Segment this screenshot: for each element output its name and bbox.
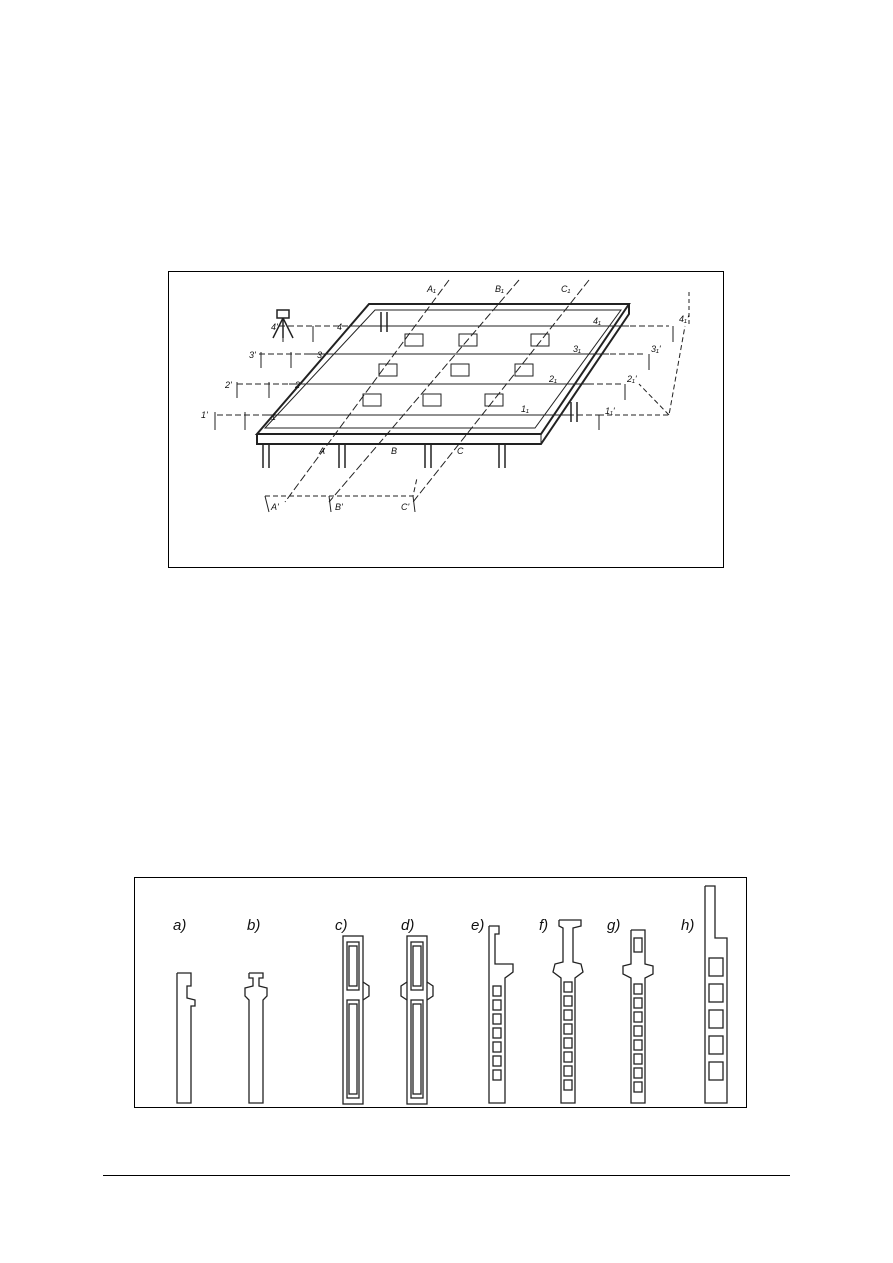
- panel-label-e: e): [471, 917, 484, 934]
- row-label-2e: 2₁': [626, 374, 637, 384]
- row-label-4r: 4₁: [593, 316, 601, 326]
- panel-label-f: f): [539, 917, 548, 934]
- row-label-4e: 4₁': [679, 314, 689, 324]
- col-label-a: A: [318, 446, 325, 456]
- profile-h: [704, 885, 728, 1104]
- panel-label-h: h): [681, 917, 694, 934]
- row-label-2p: 2': [224, 380, 232, 390]
- profile-f: [552, 919, 584, 1104]
- row-label-1: 1: [271, 412, 276, 422]
- panel-label-a: a): [173, 917, 186, 934]
- panel-label-c: c): [335, 917, 348, 934]
- platform-openings: [362, 333, 550, 407]
- profile-b: [244, 972, 268, 1104]
- col-label-c: C: [457, 446, 464, 456]
- col-label-ap: A': [270, 502, 279, 512]
- row-label-3: 3: [317, 350, 322, 360]
- panel-label-g: g): [607, 917, 620, 934]
- profile-d: [400, 935, 434, 1105]
- row-label-3r: 3₁: [573, 344, 581, 354]
- profile-e: [488, 925, 514, 1104]
- row-label-4: 4: [337, 322, 342, 332]
- axis-label-a1: A₁: [426, 284, 436, 294]
- layout-figure: A₁ B₁ C₁ 1 2 3 4 1' 2' 3' 4' 1₁ 2₁ 3₁ 4₁…: [168, 271, 724, 568]
- support-posts: [262, 312, 578, 468]
- footer-rule: [103, 1175, 790, 1176]
- row-label-3e: 3₁': [651, 344, 661, 354]
- col-label-cp: C': [401, 502, 409, 512]
- layout-drawing: A₁ B₁ C₁ 1 2 3 4 1' 2' 3' 4' 1₁ 2₁ 3₁ 4₁…: [201, 279, 690, 513]
- axis-label-c1: C₁: [561, 284, 570, 294]
- profile-c: [342, 935, 370, 1105]
- row-label-1p: 1': [201, 410, 208, 420]
- col-label-bp: B': [335, 502, 343, 512]
- panel-label-d: d): [401, 917, 414, 934]
- column-profiles-figure: a) b) c) d) e) f) g) h): [134, 877, 747, 1108]
- row-label-2: 2: [294, 380, 300, 390]
- column-profiles-drawing: a) b) c) d) e) f) g) h): [173, 885, 728, 1105]
- axis-label-b1: B₁: [495, 284, 504, 294]
- row-label-3p: 3': [249, 350, 256, 360]
- row-label-4p: 4': [271, 322, 278, 332]
- panel-label-b: b): [247, 917, 260, 934]
- tripod-icon: [272, 309, 294, 339]
- profile-g: [622, 929, 654, 1104]
- row-label-1r: 1₁: [521, 404, 529, 414]
- col-label-b: B: [391, 446, 397, 456]
- row-label-1e: 1₁': [605, 406, 615, 416]
- profile-a: [176, 972, 196, 1104]
- row-label-2r: 2₁: [548, 374, 557, 384]
